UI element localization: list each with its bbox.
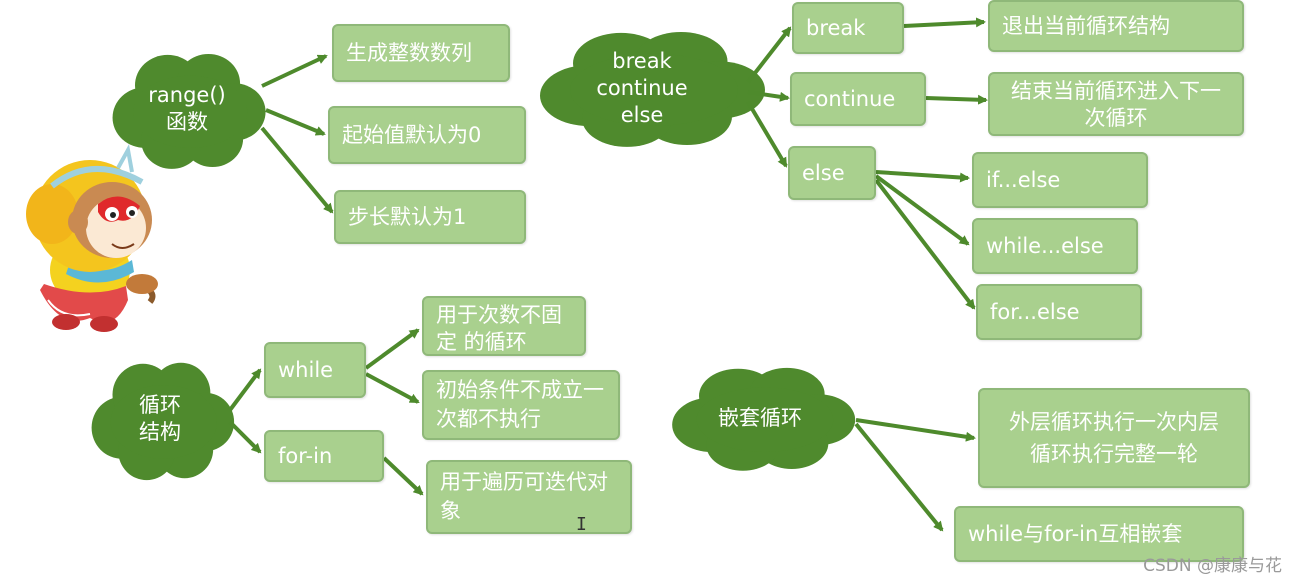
text-cursor-icon: I [576,514,587,535]
cloud-label-nested-loop: 嵌套循环 [718,405,802,430]
box-if-else: if...else [972,152,1148,208]
arrow-break-desc [903,17,986,28]
arrow-while-desc2 [365,372,420,404]
arrow-loop-forin [228,420,262,454]
box-else: else [788,146,876,200]
arrow-nested-desc1 [855,418,976,442]
box-range-sequence: 生成整数数列 [332,24,510,82]
box-for-in: for-in [264,430,384,482]
box-break-desc: 退出当前循环结构 [988,0,1244,52]
arrow-loop-while [228,368,262,412]
arrow-else-if [875,170,970,183]
arrow-cloud-break [746,26,792,84]
box-while-desc2: 初始条件不成立一次都不执行 [422,370,620,440]
box-break: break [792,2,904,54]
box-while: while [264,342,366,398]
monkey-king-mascot-icon [26,144,158,332]
arrow-cloud-else [746,100,788,168]
box-while-else: while...else [972,218,1138,274]
box-range-start: 起始值默认为0 [328,106,526,164]
watermark: CSDN @康康与花 [1143,556,1282,576]
box-nested-desc1: 外层循环执行一次内层循环执行完整一轮 [978,388,1250,488]
cloud-label-break-continue-else: break continue else [596,48,688,127]
arrow-cloud-continue [747,90,790,102]
box-range-step: 步长默认为1 [334,190,526,244]
arrow-else-while [874,174,970,246]
arrow-while-desc1 [364,328,420,370]
arrow-else-for [874,178,976,310]
arrow-range-step [260,126,334,214]
arrow-range-start [265,108,326,136]
arrow-continue-desc [925,94,988,105]
box-continue-desc: 结束当前循环进入下一次循环 [988,72,1244,136]
box-while-desc1: 用于次数不固定 的循环 [422,296,586,356]
cloud-label-loop-structure: 循环 结构 [139,393,181,444]
box-continue: continue [790,72,926,126]
box-for-in-desc: 用于遍历可迭代对象 [426,460,632,534]
arrow-range-seq [261,54,328,88]
arrow-forin-desc [382,456,424,496]
cloud-label-range: range() 函数 [148,83,226,134]
box-nested-desc2: while与for-in互相嵌套 [954,506,1244,562]
arrow-nested-desc2 [854,422,944,532]
box-for-else: for...else [976,284,1142,340]
